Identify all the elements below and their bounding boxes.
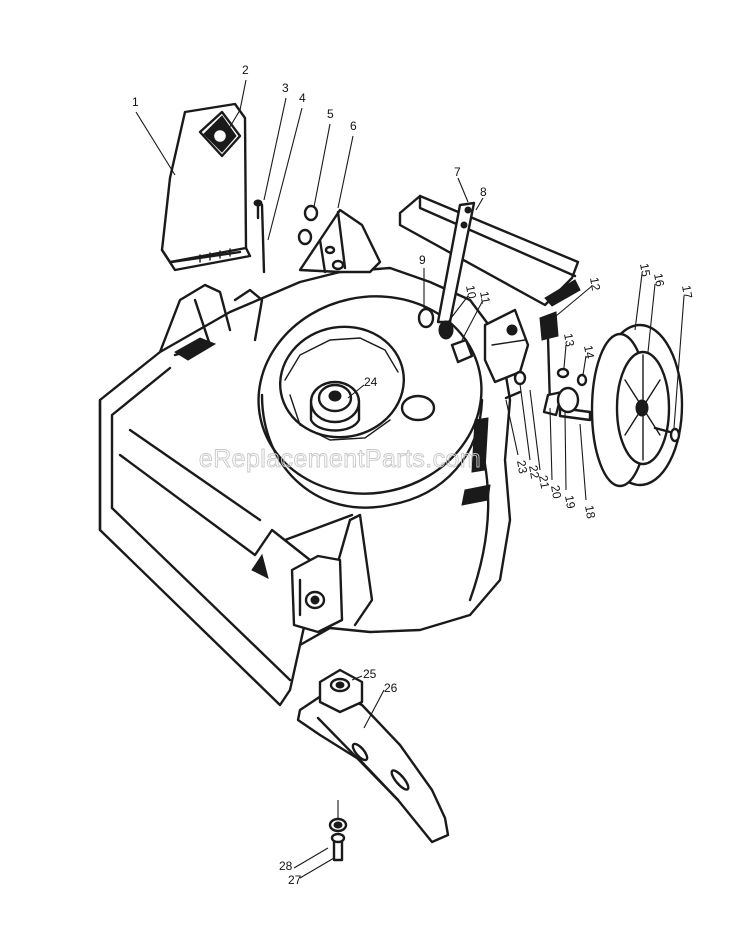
callout-13: 13: [561, 332, 577, 348]
spindle-hub: [309, 380, 361, 432]
callout-11: 11: [477, 290, 493, 305]
callout-5: 5: [327, 107, 334, 121]
callout-20: 20: [548, 484, 564, 500]
callout-24: 24: [364, 375, 378, 389]
callout-6: 6: [350, 119, 357, 133]
callout-15: 15: [637, 262, 653, 278]
washer: [297, 228, 313, 246]
callout-28: 28: [279, 859, 293, 873]
callout-2: 2: [242, 63, 249, 77]
washer: [303, 204, 319, 222]
blade-adapter: [318, 668, 364, 714]
callout-21: 21: [536, 474, 552, 490]
callout-1: 1: [132, 95, 139, 109]
deck-housing: [98, 208, 512, 707]
hinge-rod: [260, 203, 266, 274]
callout-4: 4: [299, 91, 306, 105]
door-screw: [253, 199, 263, 220]
callout-22: 22: [526, 464, 542, 480]
callout-25: 25: [363, 667, 377, 681]
blade: [296, 688, 450, 844]
callout-7: 7: [454, 165, 461, 179]
callout-10: 10: [463, 284, 479, 300]
callout-18: 18: [582, 504, 598, 520]
blade-bolt: [328, 817, 348, 862]
callout-numbers: 1 2 3 4 5 6 7 8 9 10 11 12 13 14 15 16 1…: [132, 63, 695, 887]
callout-26: 26: [384, 681, 398, 695]
callout-23: 23: [514, 459, 530, 475]
callout-27: 27: [288, 873, 302, 887]
rear-door: [160, 102, 252, 272]
callout-16: 16: [651, 272, 667, 288]
callout-17: 17: [679, 284, 695, 300]
callout-12: 12: [587, 276, 603, 292]
callout-8: 8: [480, 185, 487, 199]
rear-wheel: [590, 323, 684, 488]
leader-lines: [135, 79, 685, 879]
callout-19: 19: [562, 494, 578, 510]
axle-hardware: [417, 307, 592, 422]
callout-3: 3: [282, 81, 289, 95]
watermark-text: eReplacementParts.com: [199, 445, 481, 473]
callout-14: 14: [581, 344, 597, 360]
height-adjust-bar: [398, 194, 581, 307]
callout-9: 9: [419, 253, 426, 267]
wheel-bolt: [653, 426, 681, 443]
